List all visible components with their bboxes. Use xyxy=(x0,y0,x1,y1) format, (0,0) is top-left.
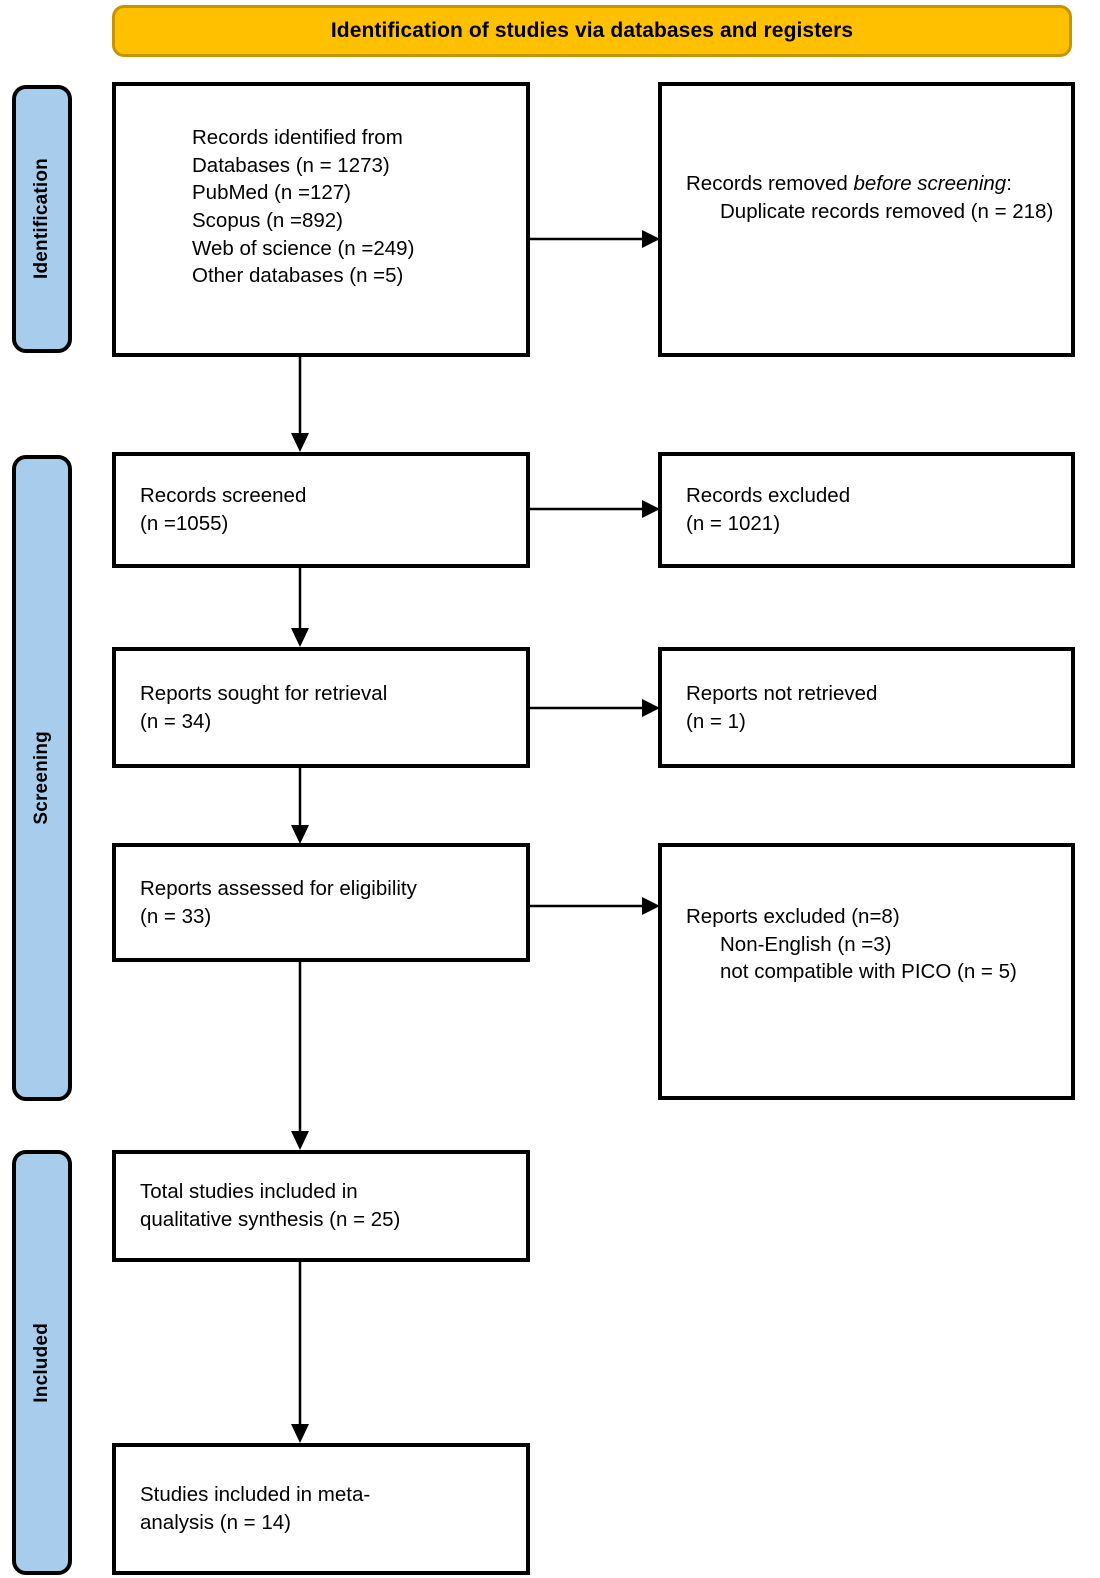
box-reports-not-retrieved-text: Reports not retrieved (n = 1) xyxy=(686,681,878,733)
box-reports-sought-for-retrieval: Reports sought for retrieval (n = 34) xyxy=(112,647,530,768)
arrow-assessed-to-reports-excluded xyxy=(530,895,662,917)
box-total-studies-included: Total studies included in qualitative sy… xyxy=(112,1150,530,1262)
records-removed-colon: : xyxy=(1006,172,1012,195)
box-records-excluded-text: Records excluded (n = 1021) xyxy=(686,484,851,535)
box-reports-not-retrieved: Reports not retrieved (n = 1) xyxy=(658,647,1075,768)
box-reports-excluded: Reports excluded (n=8) Non-English (n =3… xyxy=(658,843,1075,1100)
records-removed-detail: Duplicate records removed (n = 218) xyxy=(720,199,1054,223)
arrow-sought-to-assessed xyxy=(288,768,312,846)
box-meta-analysis-text: Studies included in meta- analysis (n = … xyxy=(140,1483,371,1534)
arrow-total-included-to-meta-analysis xyxy=(288,1262,312,1445)
phase-banner-identification: Identification of studies via databases … xyxy=(112,5,1072,57)
box-records-screened: Records screened (n =1055) xyxy=(112,452,530,568)
arrow-assessed-to-total-included xyxy=(288,962,312,1152)
arrow-screened-to-excluded xyxy=(530,498,662,520)
records-removed-lead-italic: before screening xyxy=(853,172,1007,195)
arrow-identified-to-screened xyxy=(288,357,312,454)
box-records-removed-text: Records removed before screening: Duplic… xyxy=(662,170,1053,225)
box-studies-included-meta-analysis: Studies included in meta- analysis (n = … xyxy=(112,1443,530,1575)
box-reports-assessed-for-eligibility: Reports assessed for eligibility (n = 33… xyxy=(112,843,530,962)
phase-banner-label: Identification of studies via databases … xyxy=(330,19,854,42)
stage-bar-identification: Identification xyxy=(12,85,72,353)
box-total-included-text: Total studies included in qualitative sy… xyxy=(140,1180,401,1231)
box-records-excluded: Records excluded (n = 1021) xyxy=(658,452,1075,568)
stage-bar-screening: Screening xyxy=(12,455,72,1101)
arrow-sought-to-not-retrieved xyxy=(530,697,662,719)
stage-label-screening: Screening xyxy=(31,731,52,825)
box-records-identified: Records identified from Databases (n = 1… xyxy=(112,82,530,357)
box-reports-assessed-text: Reports assessed for eligibility (n = 33… xyxy=(140,876,417,928)
arrow-identified-to-removed xyxy=(530,228,662,250)
stage-label-included: Included xyxy=(31,1322,52,1403)
box-records-removed: Records removed before screening: Duplic… xyxy=(658,82,1075,357)
stage-bar-included: Included xyxy=(12,1150,72,1575)
stage-label-identification: Identification xyxy=(31,158,52,280)
box-records-screened-text: Records screened (n =1055) xyxy=(140,484,307,535)
box-records-identified-text: Records identified from Databases (n = 1… xyxy=(192,126,415,288)
reports-excluded-heading: Reports excluded (n=8) xyxy=(686,905,900,928)
reports-excluded-reason-2: not compatible with PICO (n = 5) xyxy=(720,960,1017,984)
arrow-screened-to-sought xyxy=(288,568,312,649)
box-reports-sought-text: Reports sought for retrieval (n = 34) xyxy=(140,681,388,733)
records-removed-lead: Records removed xyxy=(686,172,854,195)
reports-excluded-reason-1: Non-English (n =3) xyxy=(720,932,892,956)
box-reports-excluded-text: Reports excluded (n=8) Non-English (n =3… xyxy=(662,903,1017,986)
